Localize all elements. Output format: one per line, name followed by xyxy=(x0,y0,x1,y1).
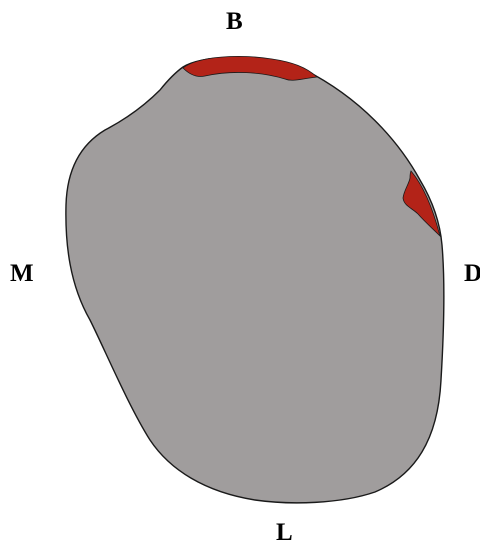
label-top: B xyxy=(226,9,243,34)
cross-section-body xyxy=(66,58,444,503)
label-left: M xyxy=(10,261,34,286)
label-right: D xyxy=(464,261,480,286)
label-bottom: L xyxy=(276,520,293,545)
